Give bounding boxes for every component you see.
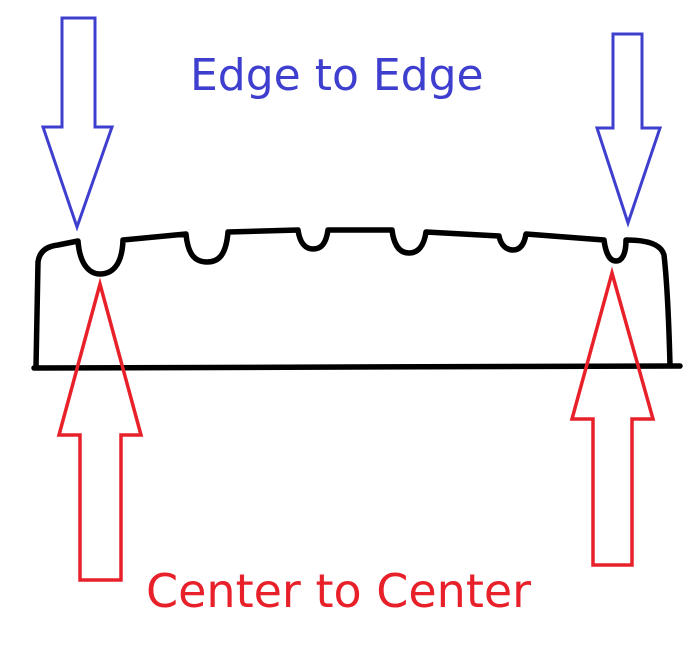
edge-to-edge-label: Edge to Edge [190, 50, 484, 101]
nut-outline [33, 227, 673, 370]
nut-base-line [31, 363, 683, 371]
right-edge-arrow [594, 32, 663, 228]
center-to-center-label: Center to Center [146, 564, 532, 618]
left-edge-arrow [40, 16, 115, 232]
right-center-arrow [569, 266, 656, 567]
left-center-arrow [56, 277, 144, 582]
